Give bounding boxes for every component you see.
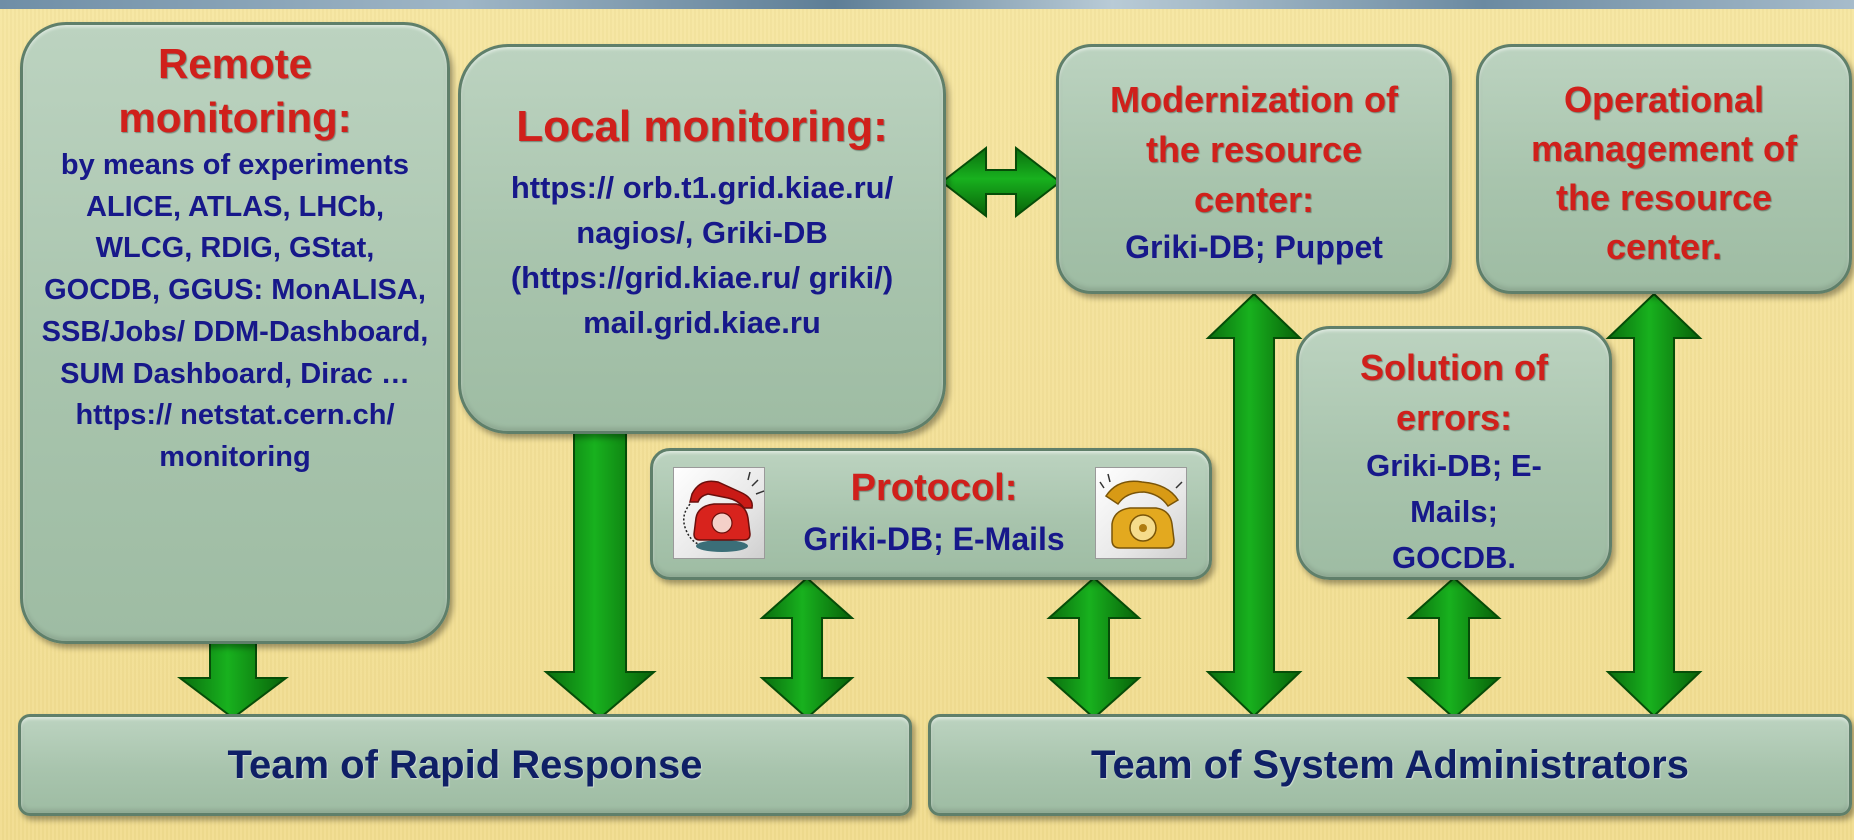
- protocol-text: Griki-DB; E-Mails: [803, 521, 1065, 557]
- protocol-title: Protocol:: [850, 467, 1018, 509]
- modernization-box: Modernization of the resource center: Gr…: [1056, 44, 1452, 294]
- arrow-protocol-rapid: [759, 576, 855, 720]
- rapid-response-team-label: Team of Rapid Response: [227, 742, 703, 787]
- arrow-protocol-sysadmin: [1046, 576, 1142, 720]
- remote-monitoring-box: Remote monitoring: by means of experimen…: [20, 22, 450, 644]
- protocol-box: Protocol: Griki-DB; E-Mails: [650, 448, 1212, 580]
- rapid-response-team-box: Team of Rapid Response: [18, 714, 912, 816]
- arrow-modernization-sysadmin: [1205, 292, 1303, 718]
- modernization-text: Griki-DB; Puppet: [1125, 229, 1383, 265]
- solution-title: Solution of errors:: [1360, 347, 1548, 438]
- arrow-local-modernization: [940, 145, 1062, 219]
- local-monitoring-title: Local monitoring:: [516, 102, 888, 151]
- operational-title: Operational management of the resource c…: [1530, 79, 1798, 267]
- modernization-title: Modernization of the resource center:: [1110, 79, 1398, 220]
- solution-box: Solution of errors: Griki-DB; E-Mails; G…: [1296, 326, 1612, 580]
- arrow-local-to-rapid: [543, 431, 657, 720]
- arrow-solution-sysadmin: [1406, 576, 1502, 720]
- system-administrators-team-label: Team of System Administrators: [1091, 742, 1689, 787]
- yellow-telephone-icon: [1095, 467, 1187, 559]
- arrow-remote-to-rapid: [177, 639, 289, 720]
- red-telephone-icon: [673, 467, 765, 559]
- top-photo-strip: [0, 0, 1854, 9]
- arrow-operational-sysadmin: [1605, 292, 1703, 718]
- remote-monitoring-text: by means of experiments ALICE, ATLAS, LH…: [41, 149, 429, 473]
- solution-text: Griki-DB; E-Mails; GOCDB.: [1366, 448, 1542, 575]
- local-monitoring-box: Local monitoring: https:// orb.t1.grid.k…: [458, 44, 946, 434]
- remote-monitoring-title: Remote monitoring:: [118, 40, 352, 141]
- operational-box: Operational management of the resource c…: [1476, 44, 1852, 294]
- local-monitoring-text: https:// orb.t1.grid.kiae.ru/ nagios/, G…: [510, 170, 894, 340]
- system-administrators-team-box: Team of System Administrators: [928, 714, 1852, 816]
